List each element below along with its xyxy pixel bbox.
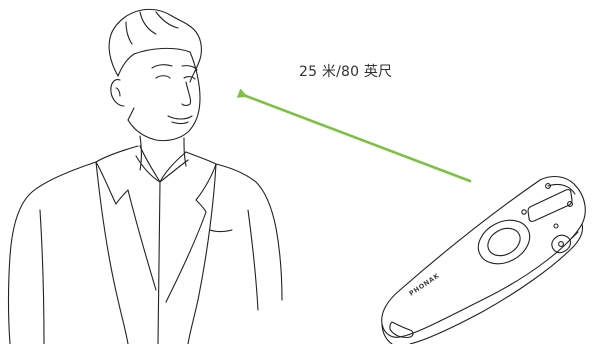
- screw-1: [545, 183, 551, 189]
- range-arrow: [236, 88, 472, 183]
- range-label: 25 米/80 英尺: [299, 64, 393, 80]
- remote-brand-label: PHONAK: [408, 271, 442, 297]
- remote-display: [527, 189, 573, 222]
- remote-button-inner: [487, 227, 521, 257]
- person-collar: [139, 145, 187, 183]
- remote-switch: [551, 234, 572, 254]
- person-jacket: [7, 161, 97, 344]
- remote-button-outer: [477, 219, 531, 265]
- screw-3: [521, 209, 527, 215]
- person-icon: [7, 8, 283, 344]
- person-lapel-right: [165, 151, 217, 303]
- person-lapel-left: [95, 145, 157, 291]
- screw-2: [567, 201, 573, 207]
- remote-control-icon: [381, 175, 586, 344]
- person-hair: [108, 8, 202, 83]
- person-face: [127, 47, 201, 142]
- remote-port: [389, 321, 414, 339]
- screw-4: [553, 223, 559, 229]
- remote-body: [381, 175, 586, 338]
